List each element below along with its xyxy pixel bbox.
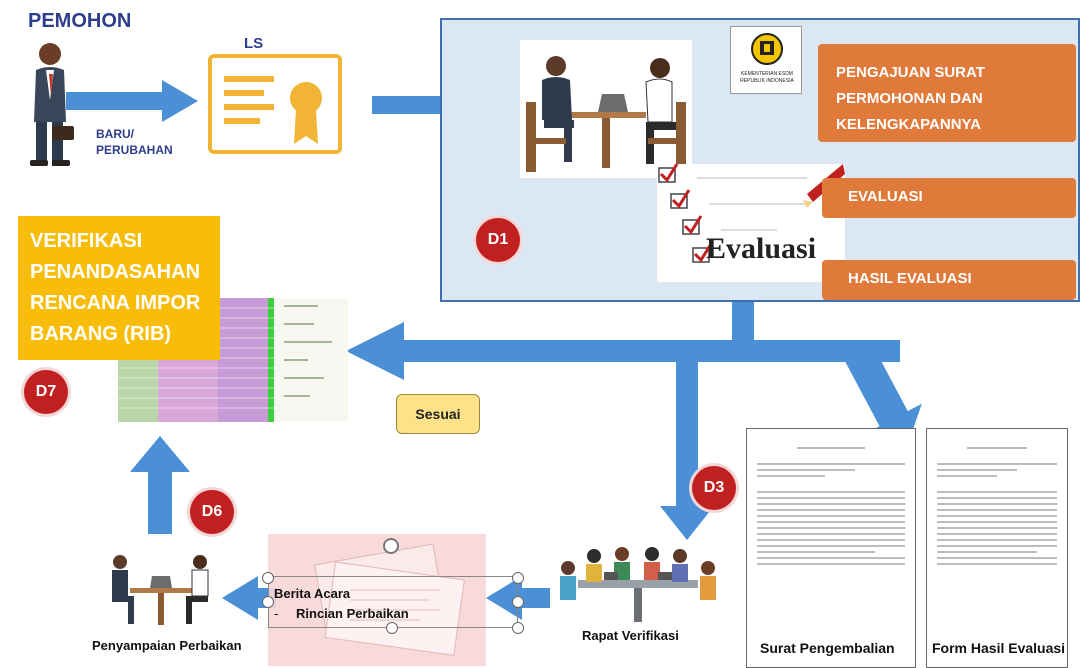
step-evaluation-result-label: HASIL EVALUASI [848,270,972,287]
badge-d1: D1 [476,218,520,262]
step-submission-box: PENGAJUAN SURAT PERMOHONAN DAN KELENGKAP… [818,44,1076,142]
resize-handle-left[interactable] [262,596,274,608]
verification-title: VERIFIKASI PENANDASAHAN RENCANA IMPOR BA… [30,230,201,345]
step-evaluation-label: EVALUASI [848,188,923,205]
certificate-icon [208,54,342,154]
sesuai-label-box: Sesuai [396,394,480,434]
arrow-applicant-to-ls [66,80,198,122]
form-hasil-evaluasi-label: Form Hasil Evaluasi [932,640,1066,656]
applicant-person-icon [30,43,74,166]
rincian-perbaikan-label: Rincian Perbaikan [296,606,409,621]
evaluasi-word: Evaluasi [706,232,817,265]
ministry-logo-text: KEMENTERIAN ESDM REPUBLIK INDONESIA [740,71,794,84]
form-hasil-evaluasi-document [926,428,1068,668]
penyampaian-perbaikan-label: Penyampaian Perbaikan [92,638,242,653]
surat-pengembalian-document [746,428,916,668]
consultation-meeting-image [520,40,692,178]
resize-handle-bottom-right[interactable] [512,622,524,634]
resize-handle-top-left[interactable] [262,572,274,584]
badge-d3: D3 [692,466,736,510]
verification-meeting-image [560,547,716,622]
step-evaluation-box: EVALUASI [822,178,1076,218]
ls-label: LS [244,35,264,52]
resize-handle-bottom-mid[interactable] [386,622,398,634]
verification-title-box: VERIFIKASI PENANDASAHAN RENCANA IMPOR BA… [18,216,220,360]
applicant-title: PEMOHON [28,10,132,32]
ministry-logo: KEMENTERIAN ESDM REPUBLIK INDONESIA [730,26,802,94]
berita-acara-papers-image [314,543,465,656]
badge-d6: D6 [190,490,234,534]
step-evaluation-result-box: HASIL EVALUASI [822,260,1076,300]
rapat-verifikasi-label: Rapat Verifikasi [582,628,679,643]
resize-handle-right[interactable] [512,596,524,608]
berita-acara-label: Berita Acara [274,586,351,601]
evaluation-checklist-image [657,164,845,282]
sesuai-label: Sesuai [415,406,461,422]
correction-handover-image [112,555,209,625]
rotate-handle-icon[interactable] [383,538,399,554]
ministry-emblem-icon [751,33,783,65]
step-submission-label: PENGAJUAN SURAT PERMOHONAN DAN KELENGKAP… [836,64,985,133]
applicant-type-label: BARU/ PERUBAHAN [96,127,173,157]
resize-handle-top-right[interactable] [512,572,524,584]
badge-d7: D7 [24,370,68,414]
surat-pengembalian-label: Surat Pengembalian [760,640,895,656]
rincian-bullet: - [274,606,279,621]
